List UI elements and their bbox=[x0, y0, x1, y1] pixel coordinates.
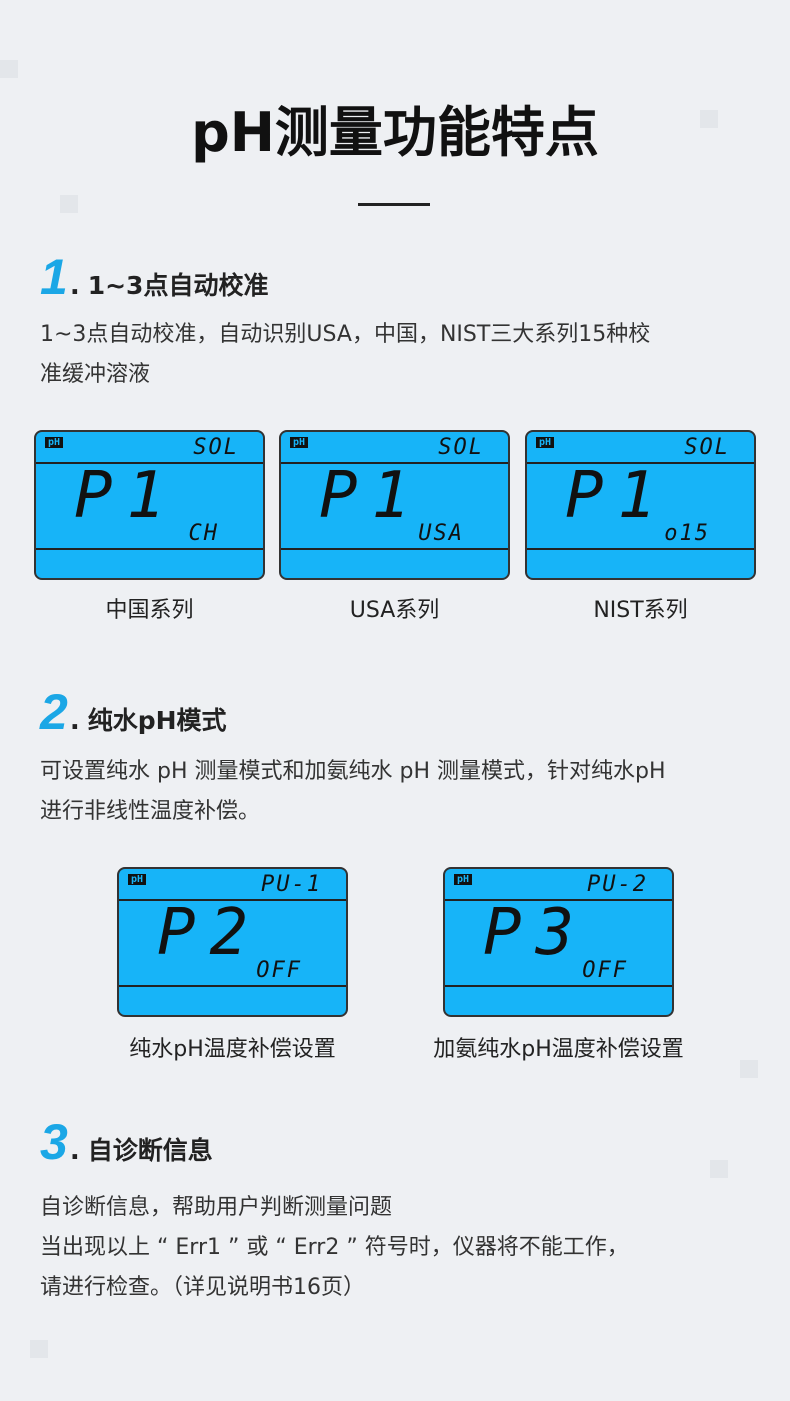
section-number: 1 bbox=[40, 249, 68, 305]
page-title: pH测量功能特点 bbox=[191, 101, 599, 164]
lcd-display-china: pH SOL P1 CH bbox=[34, 430, 265, 580]
text-line: 准缓冲溶液 bbox=[40, 362, 151, 387]
section-title: 1~3点自动校准 bbox=[87, 271, 269, 300]
section-3-header: 3. 自诊断信息 bbox=[40, 1113, 213, 1171]
section-2-header: 2. 纯水pH模式 bbox=[40, 683, 227, 741]
lcd-top-text: PU-1 bbox=[261, 872, 322, 897]
lcd-main-text: P1 bbox=[74, 459, 180, 533]
bg-square bbox=[710, 1160, 728, 1178]
lcd-main-text: P1 bbox=[565, 459, 671, 533]
text-line: 请进行检查。（详见说明书16页） bbox=[40, 1275, 365, 1300]
bg-square bbox=[0, 60, 18, 78]
text-line: 可设置纯水 pH 测量模式和加氨纯水 pH 测量模式，针对纯水pH bbox=[40, 759, 666, 784]
dot: . bbox=[69, 706, 80, 736]
lcd-top-text: SOL bbox=[684, 435, 730, 460]
caption: 中国系列 bbox=[105, 598, 194, 623]
text-line: 1~3点自动校准，自动识别USA，中国，NIST三大系列15种校 bbox=[40, 322, 651, 347]
ph-badge: pH bbox=[536, 437, 555, 448]
section-title: 自诊断信息 bbox=[87, 1136, 213, 1165]
section-1-text: 1~3点自动校准，自动识别USA，中国，NIST三大系列15种校 准缓冲溶液 bbox=[40, 315, 760, 395]
ph-badge: pH bbox=[45, 437, 64, 448]
ph-badge: pH bbox=[454, 874, 473, 885]
lcd-display-pu1: pH PU-1 P2 OFF bbox=[117, 867, 348, 1017]
caption: 加氨纯水pH温度补偿设置 bbox=[433, 1037, 684, 1062]
lcd-top-text: SOL bbox=[438, 435, 484, 460]
section-number: 3 bbox=[40, 1114, 68, 1170]
dot: . bbox=[69, 271, 80, 301]
lcd-display-pu2: pH PU-2 P3 OFF bbox=[443, 867, 674, 1017]
lcd-sub-text: OFF bbox=[256, 958, 302, 983]
lcd-sub-text: OFF bbox=[582, 958, 628, 983]
lcd-main-text: P2 bbox=[157, 896, 263, 970]
lcd-main-text: P1 bbox=[319, 459, 425, 533]
title-underline bbox=[358, 203, 430, 206]
bg-square bbox=[30, 1340, 48, 1358]
bg-square bbox=[740, 1060, 758, 1078]
caption: NIST系列 bbox=[593, 598, 688, 623]
ph-badge: pH bbox=[128, 874, 147, 885]
lcd-sub-text: CH bbox=[188, 521, 219, 546]
lcd-top-text: SOL bbox=[193, 435, 239, 460]
section-title: 纯水pH模式 bbox=[87, 706, 227, 735]
ph-badge: pH bbox=[290, 437, 309, 448]
section-2-text: 可设置纯水 pH 测量模式和加氨纯水 pH 测量模式，针对纯水pH 进行非线性温… bbox=[40, 752, 760, 832]
dot: . bbox=[69, 1136, 80, 1166]
section-3-text: 自诊断信息，帮助用户判断测量问题 当出现以上 “ Err1 ” 或 “ Err2… bbox=[40, 1188, 760, 1308]
bg-square bbox=[700, 110, 718, 128]
lcd-sub-text: USA bbox=[418, 521, 464, 546]
text-line: 当出现以上 “ Err1 ” 或 “ Err2 ” 符号时，仪器将不能工作， bbox=[40, 1235, 629, 1260]
lcd-display-usa: pH SOL P1 USA bbox=[279, 430, 510, 580]
caption: 纯水pH温度补偿设置 bbox=[129, 1037, 336, 1062]
text-line: 自诊断信息，帮助用户判断测量问题 bbox=[40, 1195, 393, 1220]
section-1-header: 1. 1~3点自动校准 bbox=[40, 248, 268, 306]
text-line: 进行非线性温度补偿。 bbox=[40, 799, 261, 824]
lcd-top-text: PU-2 bbox=[587, 872, 648, 897]
section-number: 2 bbox=[40, 684, 68, 740]
bg-square bbox=[60, 195, 78, 213]
lcd-main-text: P3 bbox=[483, 896, 589, 970]
lcd-sub-text: o15 bbox=[664, 521, 710, 546]
caption: USA系列 bbox=[349, 598, 440, 623]
lcd-display-nist: pH SOL P1 o15 bbox=[525, 430, 756, 580]
